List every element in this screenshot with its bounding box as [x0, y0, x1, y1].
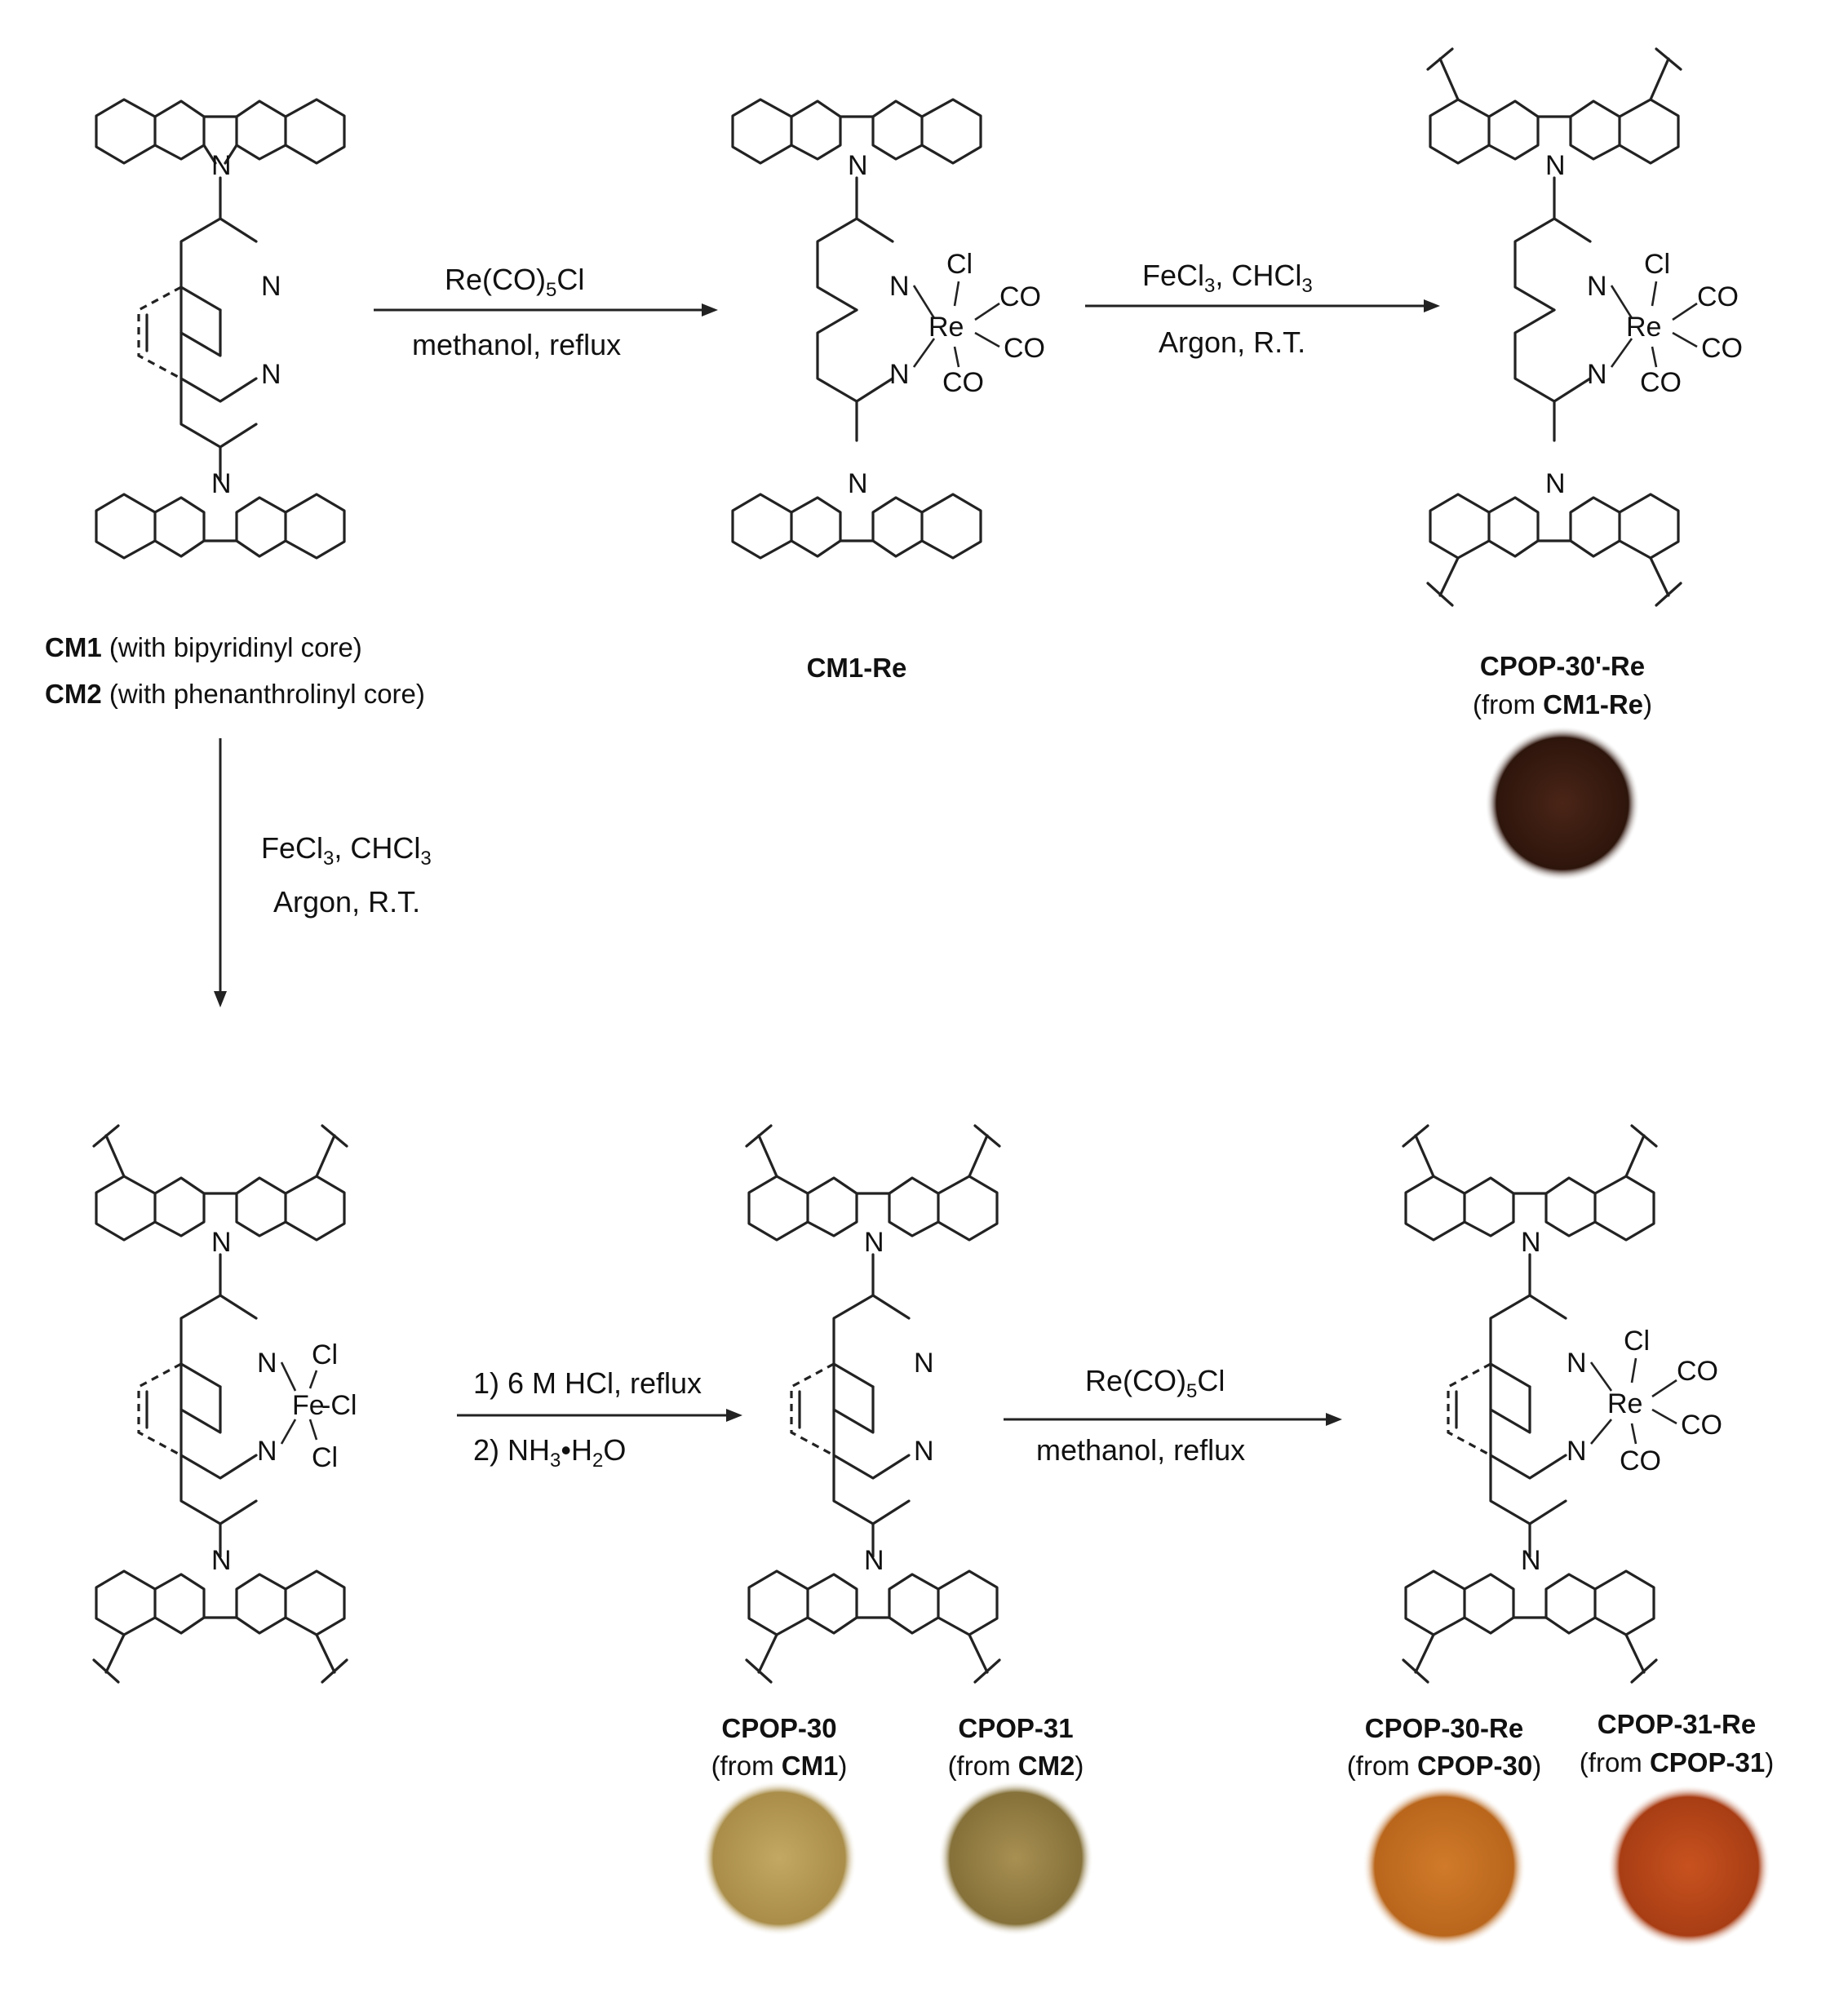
step3-reagent: FeCl3, CHCl3 — [261, 831, 432, 870]
atom-n: N — [1521, 1227, 1541, 1258]
atom-n: N — [848, 468, 868, 499]
step5-reagent: Re(CO)5Cl — [1085, 1364, 1225, 1402]
atom-n: N — [889, 359, 910, 390]
atom-n: N — [1545, 150, 1566, 181]
cm1-label: CM1 (with bipyridinyl core) — [45, 632, 362, 662]
step2-conditions: Argon, R.T. — [1159, 325, 1305, 359]
atom-cl: Cl — [312, 1442, 338, 1473]
ligand-co: CO — [1004, 333, 1045, 364]
atom-n: N — [914, 1436, 934, 1467]
atom-n: N — [1587, 359, 1607, 390]
cpop30p-re-label: CPOP-30'-Re — [1480, 651, 1645, 681]
ligand-co: CO — [1677, 1356, 1718, 1387]
cm1-re-structure: N N N Re Cl CO CO CO N — [731, 98, 1045, 560]
atom-n: N — [1587, 271, 1607, 302]
atom-cl: Cl — [946, 249, 973, 280]
carbazole-bottom — [95, 493, 346, 560]
core — [137, 217, 258, 481]
ligand-co: CO — [1640, 367, 1682, 398]
cpop30-re-powder-sample — [1363, 1785, 1526, 1948]
ligand-co: CO — [999, 281, 1041, 312]
atom-n: N — [914, 1348, 934, 1379]
atom-n: N — [889, 271, 910, 302]
atom-re: Re — [1626, 312, 1661, 343]
cpop30p-re-powder-sample — [1485, 726, 1640, 881]
arrow-step3 — [214, 738, 227, 1007]
atom-n: N — [257, 1348, 277, 1379]
arrow-step5 — [1004, 1413, 1342, 1426]
atom-cl: Cl — [1624, 1326, 1650, 1357]
cpop30-cpop31-structure: N N N N — [745, 1124, 1001, 1684]
atom-cl: Cl — [312, 1339, 338, 1370]
atom-n: N — [211, 1227, 232, 1258]
atom-n: N — [261, 359, 281, 390]
ligand-co: CO — [942, 367, 984, 398]
cpop30-source: (from CM1) — [711, 1751, 848, 1781]
atom-n: N — [261, 271, 281, 302]
step3-conditions: Argon, R.T. — [273, 885, 420, 919]
atom-n: N — [1545, 468, 1566, 499]
step4-reagent: 1) 6 M HCl, reflux — [473, 1366, 702, 1400]
step1-conditions: methanol, reflux — [412, 328, 621, 361]
step4-conditions: 2) NH3•H2O — [473, 1433, 626, 1472]
atom-n: N — [848, 150, 868, 181]
atom-re: Re — [1607, 1388, 1642, 1419]
arrow-step2 — [1085, 299, 1440, 312]
ligand-co: CO — [1681, 1410, 1722, 1441]
ligand-co: CO — [1701, 333, 1743, 364]
cm1-re-label: CM1-Re — [807, 653, 907, 683]
cpop30p-re-structure: N N N Re Cl CO CO CO N — [1426, 47, 1743, 607]
atom-n: N — [211, 150, 232, 181]
cpop31-powder-sample — [938, 1781, 1093, 1936]
ligand-co: CO — [1697, 281, 1739, 312]
atom-cl: Cl — [1644, 249, 1670, 280]
atom-n: N — [257, 1436, 277, 1467]
atom-n: N — [864, 1545, 884, 1576]
cpop31-re-powder-sample — [1607, 1785, 1770, 1948]
atom-cl: -Cl — [321, 1390, 357, 1421]
arrow-step4 — [457, 1409, 742, 1422]
cpop30p-re-source: (from CM1-Re) — [1473, 689, 1652, 719]
ligand-co: CO — [1620, 1445, 1661, 1476]
cpop30-re-label: CPOP-30-Re — [1365, 1713, 1523, 1743]
carbazole-top — [95, 98, 346, 220]
fe-intermediate-structure: N N N Fe -Cl Cl Cl N — [92, 1124, 357, 1684]
cm1-cm2-structure: N N N N — [95, 98, 346, 560]
atom-fe: Fe — [292, 1390, 325, 1421]
cpop31-label: CPOP-31 — [958, 1713, 1073, 1743]
atom-n: N — [1567, 1436, 1587, 1467]
atom-n: N — [211, 468, 232, 499]
step1-reagent: Re(CO)5Cl — [445, 263, 584, 301]
cm2-label: CM2 (with phenanthrolinyl core) — [45, 679, 425, 709]
atom-re: Re — [928, 312, 964, 343]
step5-conditions: methanol, reflux — [1036, 1433, 1245, 1467]
cpop-re-structure: N N N Re Cl CO CO CO N — [1402, 1124, 1722, 1684]
arrow-step1 — [374, 303, 718, 317]
cpop31-re-label: CPOP-31-Re — [1598, 1709, 1756, 1739]
cpop30-re-source: (from CPOP-30) — [1347, 1751, 1541, 1781]
cpop31-source: (from CM2) — [948, 1751, 1084, 1781]
atom-n: N — [1567, 1348, 1587, 1379]
atom-n: N — [211, 1545, 232, 1576]
cpop30-label: CPOP-30 — [721, 1713, 836, 1743]
step2-reagent: FeCl3, CHCl3 — [1142, 259, 1313, 297]
cpop30-powder-sample — [702, 1781, 857, 1936]
atom-n: N — [1521, 1545, 1541, 1576]
cpop31-re-source: (from CPOP-31) — [1580, 1747, 1774, 1777]
atom-n: N — [864, 1227, 884, 1258]
